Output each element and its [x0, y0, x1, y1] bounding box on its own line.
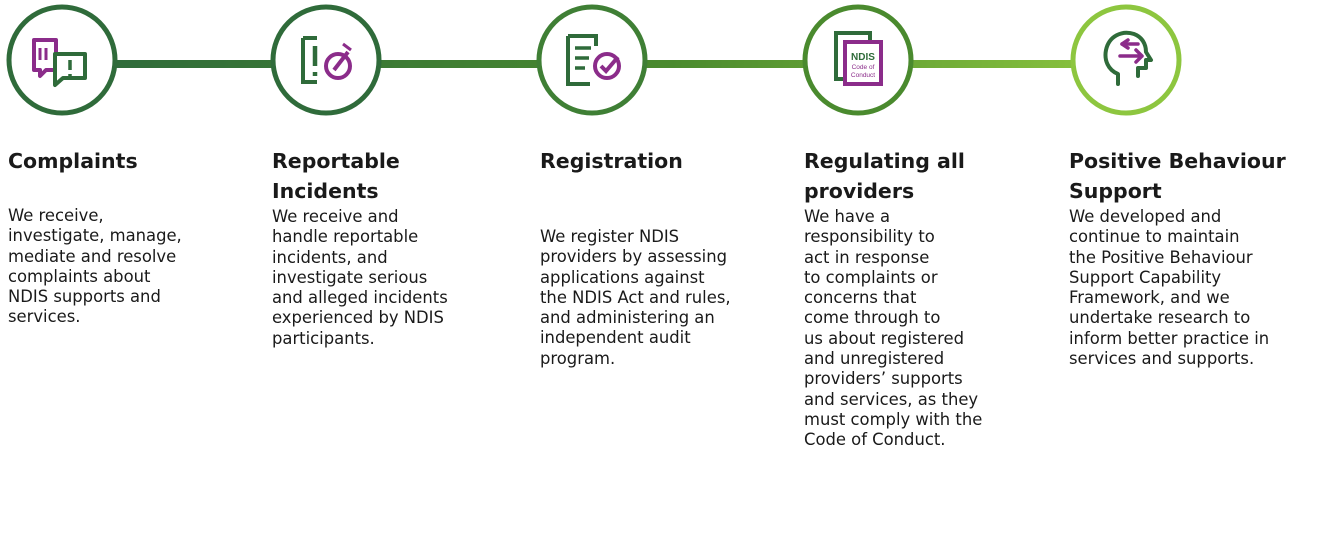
ndis-icon-text: NDIS [851, 52, 875, 63]
reportable-incidents-circle [270, 4, 382, 116]
complaints-circle [6, 4, 118, 116]
step-title: Registration [540, 149, 683, 173]
registration-icon [566, 34, 621, 86]
complaints-icon [32, 38, 87, 87]
positive-behaviour-circle [1070, 4, 1182, 116]
step-description: We receive and handle reportable inciden… [272, 207, 448, 348]
positive-behaviour-head-icon [1103, 30, 1153, 86]
conduct-icon-text: Conduct [851, 72, 875, 79]
regulating-circle: NDIS Code of Conduct [802, 4, 914, 116]
step-description: We have a responsibility to act in respo… [804, 207, 983, 450]
step-description: We developed and continue to maintain th… [1069, 207, 1270, 369]
step-title: Complaints [8, 149, 138, 173]
ndis-code-of-conduct-icon: NDIS Code of Conduct [834, 31, 883, 86]
reportable-incidents-icon [301, 36, 352, 84]
step-title: Regulating all providers [804, 149, 965, 203]
step-description: We receive, investigate, manage, mediate… [8, 206, 182, 327]
timeline-graphic: NDIS Code of Conduct [6, 4, 1182, 116]
registration-circle [536, 4, 648, 116]
code-of-icon-text: Code of [852, 64, 875, 71]
step-description: We register NDIS providers by assessing … [540, 227, 731, 368]
step-title: Reportable Incidents [272, 149, 400, 203]
step-title: Positive Behaviour Support [1069, 149, 1286, 203]
